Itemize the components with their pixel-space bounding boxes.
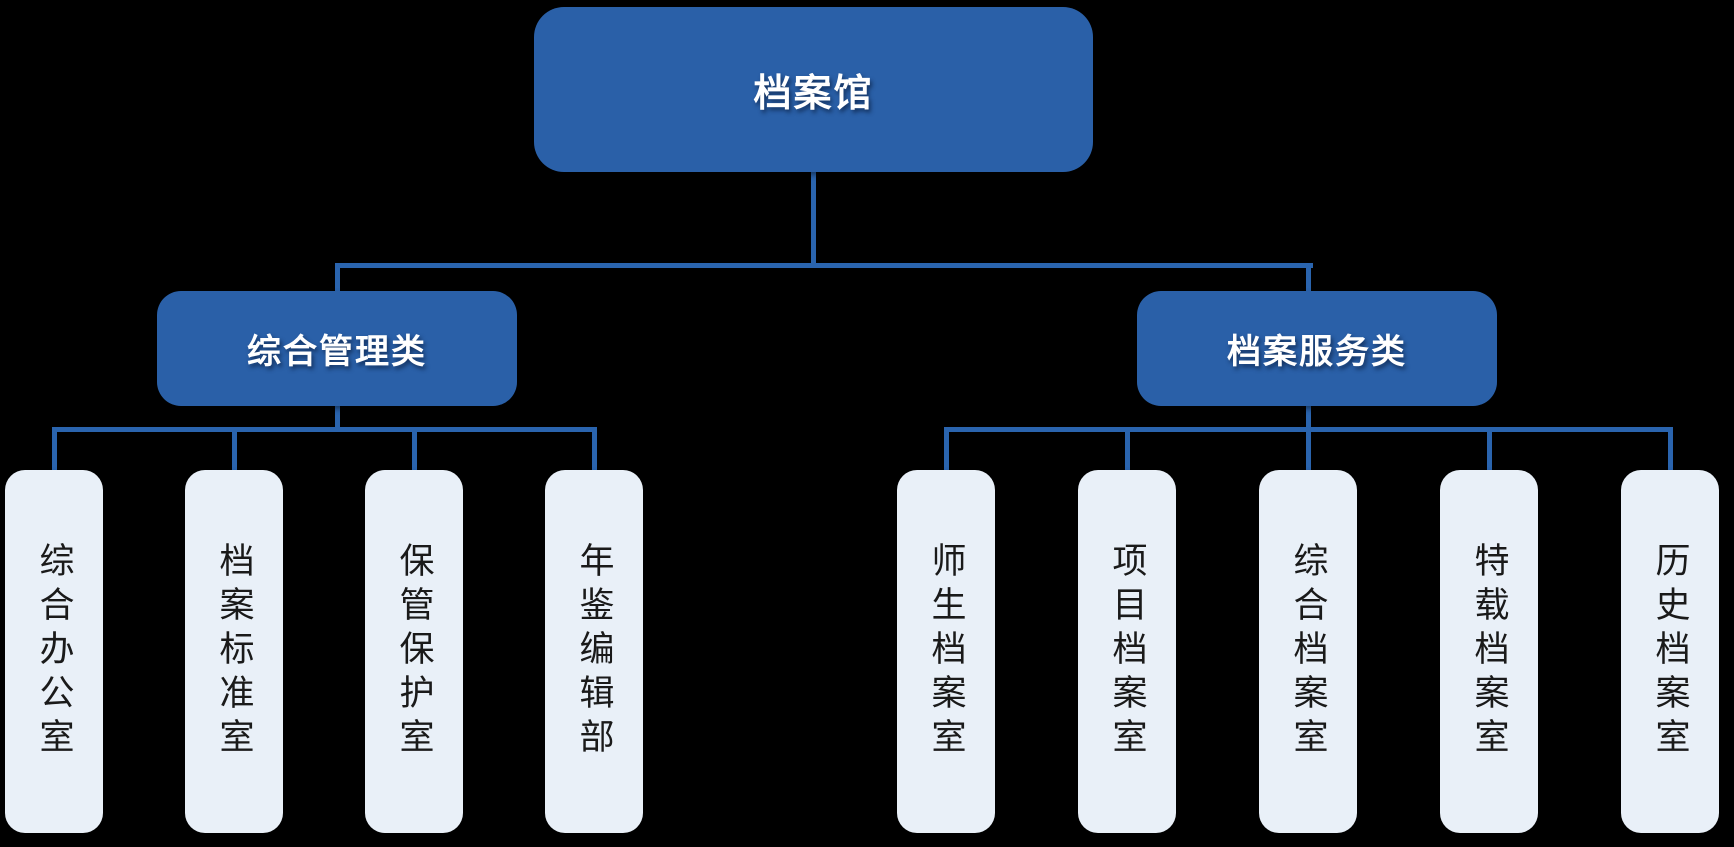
connector-drop-branch-management (335, 263, 340, 293)
leaf-staff-student-archives-room: 师生档案室 (897, 470, 995, 833)
leaf-label: 特载档案室 (1469, 541, 1509, 762)
leaf-label: 档案标准室 (214, 541, 254, 762)
leaf-label: 综合档案室 (1288, 541, 1328, 762)
connector-drop-leaf-4 (592, 427, 597, 472)
leaf-label: 历史档案室 (1650, 541, 1690, 762)
leaf-label: 项目档案室 (1107, 541, 1147, 762)
leaf-history-archives-room: 历史档案室 (1621, 470, 1719, 833)
leaf-label: 保管保护室 (394, 541, 434, 762)
leaf-storage-protection-room: 保管保护室 (365, 470, 463, 833)
connector-services-rail (944, 427, 1673, 432)
connector-level2-rail (335, 263, 1313, 268)
connector-drop-leaf-3 (412, 427, 417, 472)
connector-drop-leaf-6 (1125, 427, 1130, 472)
leaf-general-office: 综合办公室 (5, 470, 103, 833)
node-branch-services: 档案服务类 (1137, 291, 1497, 406)
leaf-yearbook-editorial-dept: 年鉴编辑部 (545, 470, 643, 833)
connector-drop-leaf-1 (52, 427, 57, 472)
leaf-label: 年鉴编辑部 (574, 541, 614, 762)
connector-management-rail (52, 427, 597, 432)
connector-drop-leaf-8 (1487, 427, 1492, 472)
connector-stub-services (1306, 404, 1311, 472)
node-root-archives: 档案馆 (534, 7, 1093, 172)
leaf-label: 师生档案室 (926, 541, 966, 762)
leaf-comprehensive-archives-room: 综合档案室 (1259, 470, 1357, 833)
connector-stub-management (335, 404, 340, 432)
connector-drop-leaf-5 (944, 427, 949, 472)
connector-drop-leaf-2 (232, 427, 237, 472)
connector-drop-branch-services (1306, 263, 1311, 293)
leaf-label: 综合办公室 (34, 541, 74, 762)
leaf-special-archives-room: 特载档案室 (1440, 470, 1538, 833)
node-branch-management: 综合管理类 (157, 291, 517, 406)
leaf-archive-standards-room: 档案标准室 (185, 470, 283, 833)
leaf-project-archives-room: 项目档案室 (1078, 470, 1176, 833)
connector-drop-leaf-9 (1668, 427, 1673, 472)
connector-root-trunk (811, 168, 816, 268)
